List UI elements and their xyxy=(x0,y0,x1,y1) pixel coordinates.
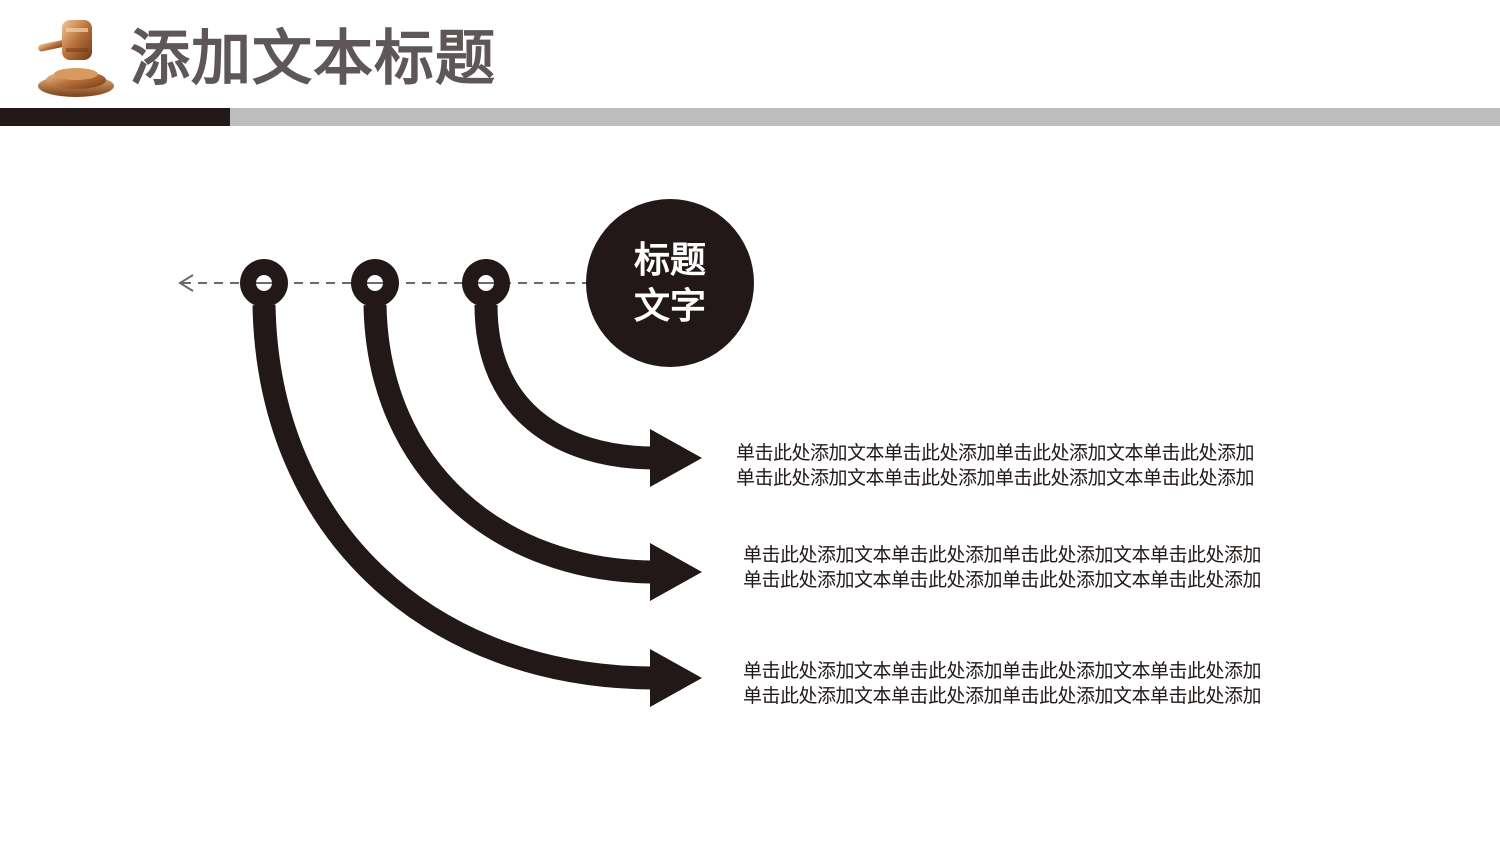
page-title: 添加文本标题 xyxy=(130,24,496,94)
text-block-2-line-2: 单击此处添加文本单击此处添加单击此处添加文本单击此处添加 xyxy=(743,569,1262,591)
center-label-line-2: 文字 xyxy=(633,286,706,327)
arrowhead-1 xyxy=(650,429,702,487)
curve-arrow-3 xyxy=(252,304,656,690)
text-block-3-line-1: 单击此处添加文本单击此处添加单击此处添加文本单击此处添加 xyxy=(743,660,1262,682)
center-label-line-1: 标题 xyxy=(633,240,706,281)
center-label: 标题 文字 xyxy=(588,238,752,330)
arrowhead-3 xyxy=(650,649,702,707)
text-block-3: 单击此处添加文本单击此处添加单击此处添加文本单击此处添加 单击此处添加文本单击此… xyxy=(743,659,1262,709)
text-block-1-line-1: 单击此处添加文本单击此处添加单击此处添加文本单击此处添加 xyxy=(736,442,1255,464)
header: 添加文本标题 xyxy=(0,0,1500,130)
text-block-1: 单击此处添加文本单击此处添加单击此处添加文本单击此处添加 单击此处添加文本单击此… xyxy=(736,441,1255,491)
header-divider-bar xyxy=(230,108,1500,126)
arrow-left-icon xyxy=(178,274,194,292)
arrowhead-2 xyxy=(650,543,702,601)
text-block-1-line-2: 单击此处添加文本单击此处添加单击此处添加文本单击此处添加 xyxy=(736,467,1255,489)
text-block-2: 单击此处添加文本单击此处添加单击此处添加文本单击此处添加 单击此处添加文本单击此… xyxy=(743,543,1262,593)
text-block-3-line-2: 单击此处添加文本单击此处添加单击此处添加文本单击此处添加 xyxy=(743,685,1262,707)
text-block-2-line-1: 单击此处添加文本单击此处添加单击此处添加文本单击此处添加 xyxy=(743,544,1262,566)
gavel-icon xyxy=(38,20,114,97)
header-accent-bar xyxy=(0,108,230,126)
curve-arrow-1 xyxy=(474,304,656,470)
curve-arrow-2 xyxy=(363,304,656,584)
ring-node-1 xyxy=(240,259,288,307)
ring-node-2 xyxy=(351,259,399,307)
ring-node-3 xyxy=(462,259,510,307)
center-circle xyxy=(586,199,754,367)
